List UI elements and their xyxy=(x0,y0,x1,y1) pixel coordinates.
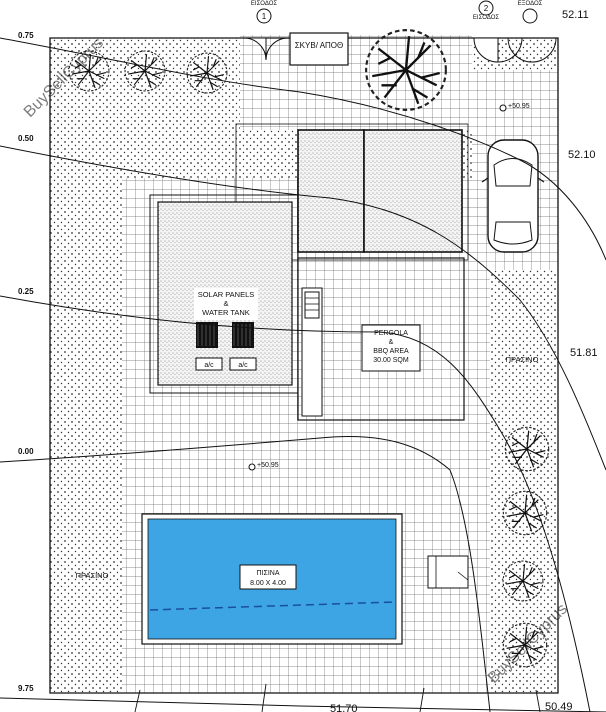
exit-marker xyxy=(522,8,538,24)
house-room-1 xyxy=(297,129,365,253)
entrance-2-door xyxy=(473,37,557,63)
pool-label-box xyxy=(239,564,297,590)
solar-label-line-1: SOLAR PANELS xyxy=(198,290,255,299)
pool-title: ΠΙΣΙΝΑ xyxy=(257,570,280,577)
contour-label: 9.75 xyxy=(18,684,34,693)
svg-text:+50.95: +50.95 xyxy=(508,103,530,110)
bbq-counter xyxy=(301,287,323,417)
entrance-1-door xyxy=(243,37,289,61)
ac-unit-1-label: a/c xyxy=(204,362,214,369)
entrance-2-label: ΕΙΣΟΔΟΣ xyxy=(473,15,499,21)
entrance-2-number: 2 xyxy=(484,4,489,13)
pergola-frame xyxy=(297,257,465,421)
level-marker: +50.95 xyxy=(248,462,279,471)
house-frame xyxy=(235,123,469,261)
svg-text:+50.95: +50.95 xyxy=(257,462,279,469)
ac-unit-2 xyxy=(229,357,257,371)
entrance-1-number: 1 xyxy=(262,12,267,21)
contour-label: 0.50 xyxy=(18,134,34,143)
edge-elevation: 52.10 xyxy=(568,149,596,161)
solar-label-line-3: WATER TANK xyxy=(202,308,250,317)
contour-lines xyxy=(0,37,606,712)
ac-unit-1 xyxy=(195,357,223,371)
exit-label: ΕΞΟΔΟΣ xyxy=(518,1,543,7)
pergola-label-line-3: BBQ AREA xyxy=(373,348,409,355)
paving-north xyxy=(240,35,472,130)
solar-label-line-2: & xyxy=(223,299,228,308)
ac-unit-2-label: a/c xyxy=(238,362,248,369)
entrance-1-marker xyxy=(256,8,272,24)
edge-elevation: 52.11 xyxy=(562,9,589,21)
solar-panel-2 xyxy=(232,322,254,348)
bbq-grill xyxy=(304,291,320,319)
contour-label: 0.25 xyxy=(18,287,34,296)
pool-equipment xyxy=(427,555,469,589)
entrance-2-marker xyxy=(478,0,494,16)
contour-label: 0.00 xyxy=(18,447,34,456)
pergola-label-line-4: 30.00 SQM xyxy=(373,357,409,364)
parked-car xyxy=(481,139,545,253)
plot-boundary xyxy=(49,37,559,694)
green-label: ΠΡΑΣΙΝΟ xyxy=(76,571,109,580)
solar-panel-1 xyxy=(196,322,218,348)
edge-elevation: 51.70 xyxy=(330,703,358,712)
storage-label: ΣΚΥΒ/ ΑΠΟΘ xyxy=(295,41,344,50)
house-room-2 xyxy=(363,129,463,253)
edge-elevation: 51.81 xyxy=(570,347,598,359)
green-label: ΠΡΑΣΙΝΟ xyxy=(506,355,539,364)
contour-label: 0.75 xyxy=(18,31,34,40)
edge-elevation: 50.49 xyxy=(545,701,573,712)
pool-dims: 8.00 X 4.00 xyxy=(250,580,286,587)
entrance-1-label: ΕΙΣΟΔΟΣ xyxy=(251,1,277,7)
solar-label-box xyxy=(194,288,258,320)
pergola-label-line-2: & xyxy=(389,339,394,346)
pool-depth-line xyxy=(149,601,395,611)
storage-room xyxy=(289,32,349,66)
level-marker: +50.95 xyxy=(499,103,530,112)
pergola-label-box xyxy=(361,324,421,372)
